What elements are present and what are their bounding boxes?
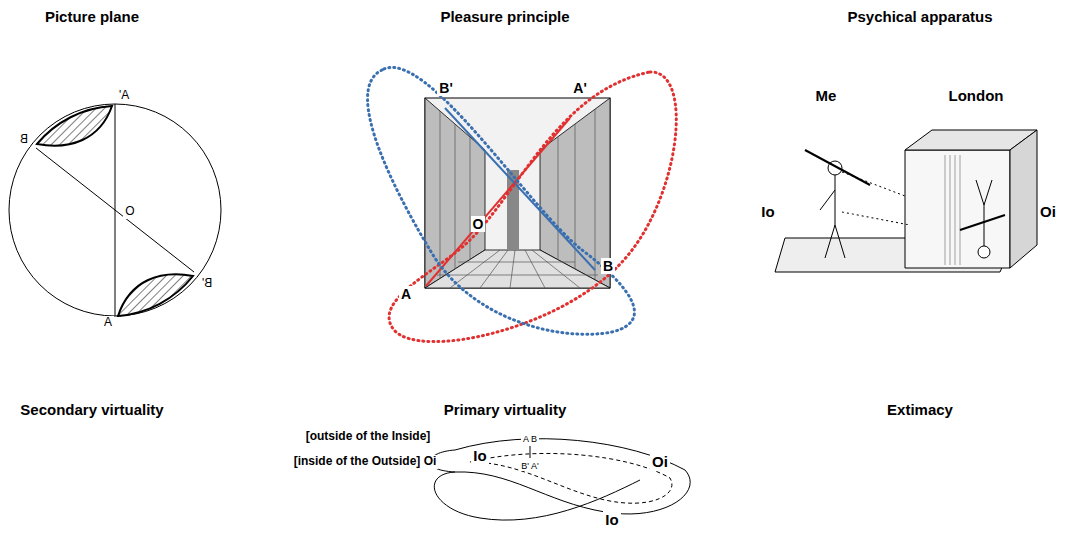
point-label: B' — [437, 80, 454, 96]
symbol-label: Io — [471, 447, 488, 464]
point-label: O — [471, 216, 486, 232]
place-label: Me — [814, 87, 839, 104]
point-label: A B — [521, 434, 539, 444]
symbol-label: Oi — [1038, 203, 1058, 220]
point-label: A — [399, 286, 413, 302]
symbol-label: Oi — [650, 453, 670, 470]
place-label: London — [947, 87, 1006, 104]
point-label: B — [18, 133, 30, 147]
point-label: B — [601, 258, 615, 274]
panel-title: Secondary virtuality — [18, 401, 165, 418]
moebius-strip — [430, 439, 690, 520]
panel-title: Pleasure principle — [438, 8, 571, 25]
symbol-label: Io — [603, 511, 620, 528]
panel-title: Extimacy — [885, 401, 955, 418]
region-label: [inside of the Outside] Oi — [292, 455, 439, 469]
panel-title: Picture plane — [43, 8, 141, 25]
panel-title: Psychical apparatus — [845, 8, 994, 25]
camera-obscura — [775, 130, 1037, 272]
point-label: B' — [200, 277, 214, 291]
region-label: [outside of the Inside] — [304, 430, 433, 444]
panel-title: Primary virtuality — [442, 401, 569, 418]
point-label: B' A' — [519, 461, 540, 471]
picture-plane-figure — [9, 104, 221, 316]
point-label: A' — [571, 80, 588, 96]
perspective-engraving — [368, 67, 677, 341]
point-label: A' — [117, 89, 131, 103]
symbol-label: Io — [759, 203, 776, 220]
point-label: O — [123, 205, 136, 219]
point-label: A — [102, 316, 114, 330]
